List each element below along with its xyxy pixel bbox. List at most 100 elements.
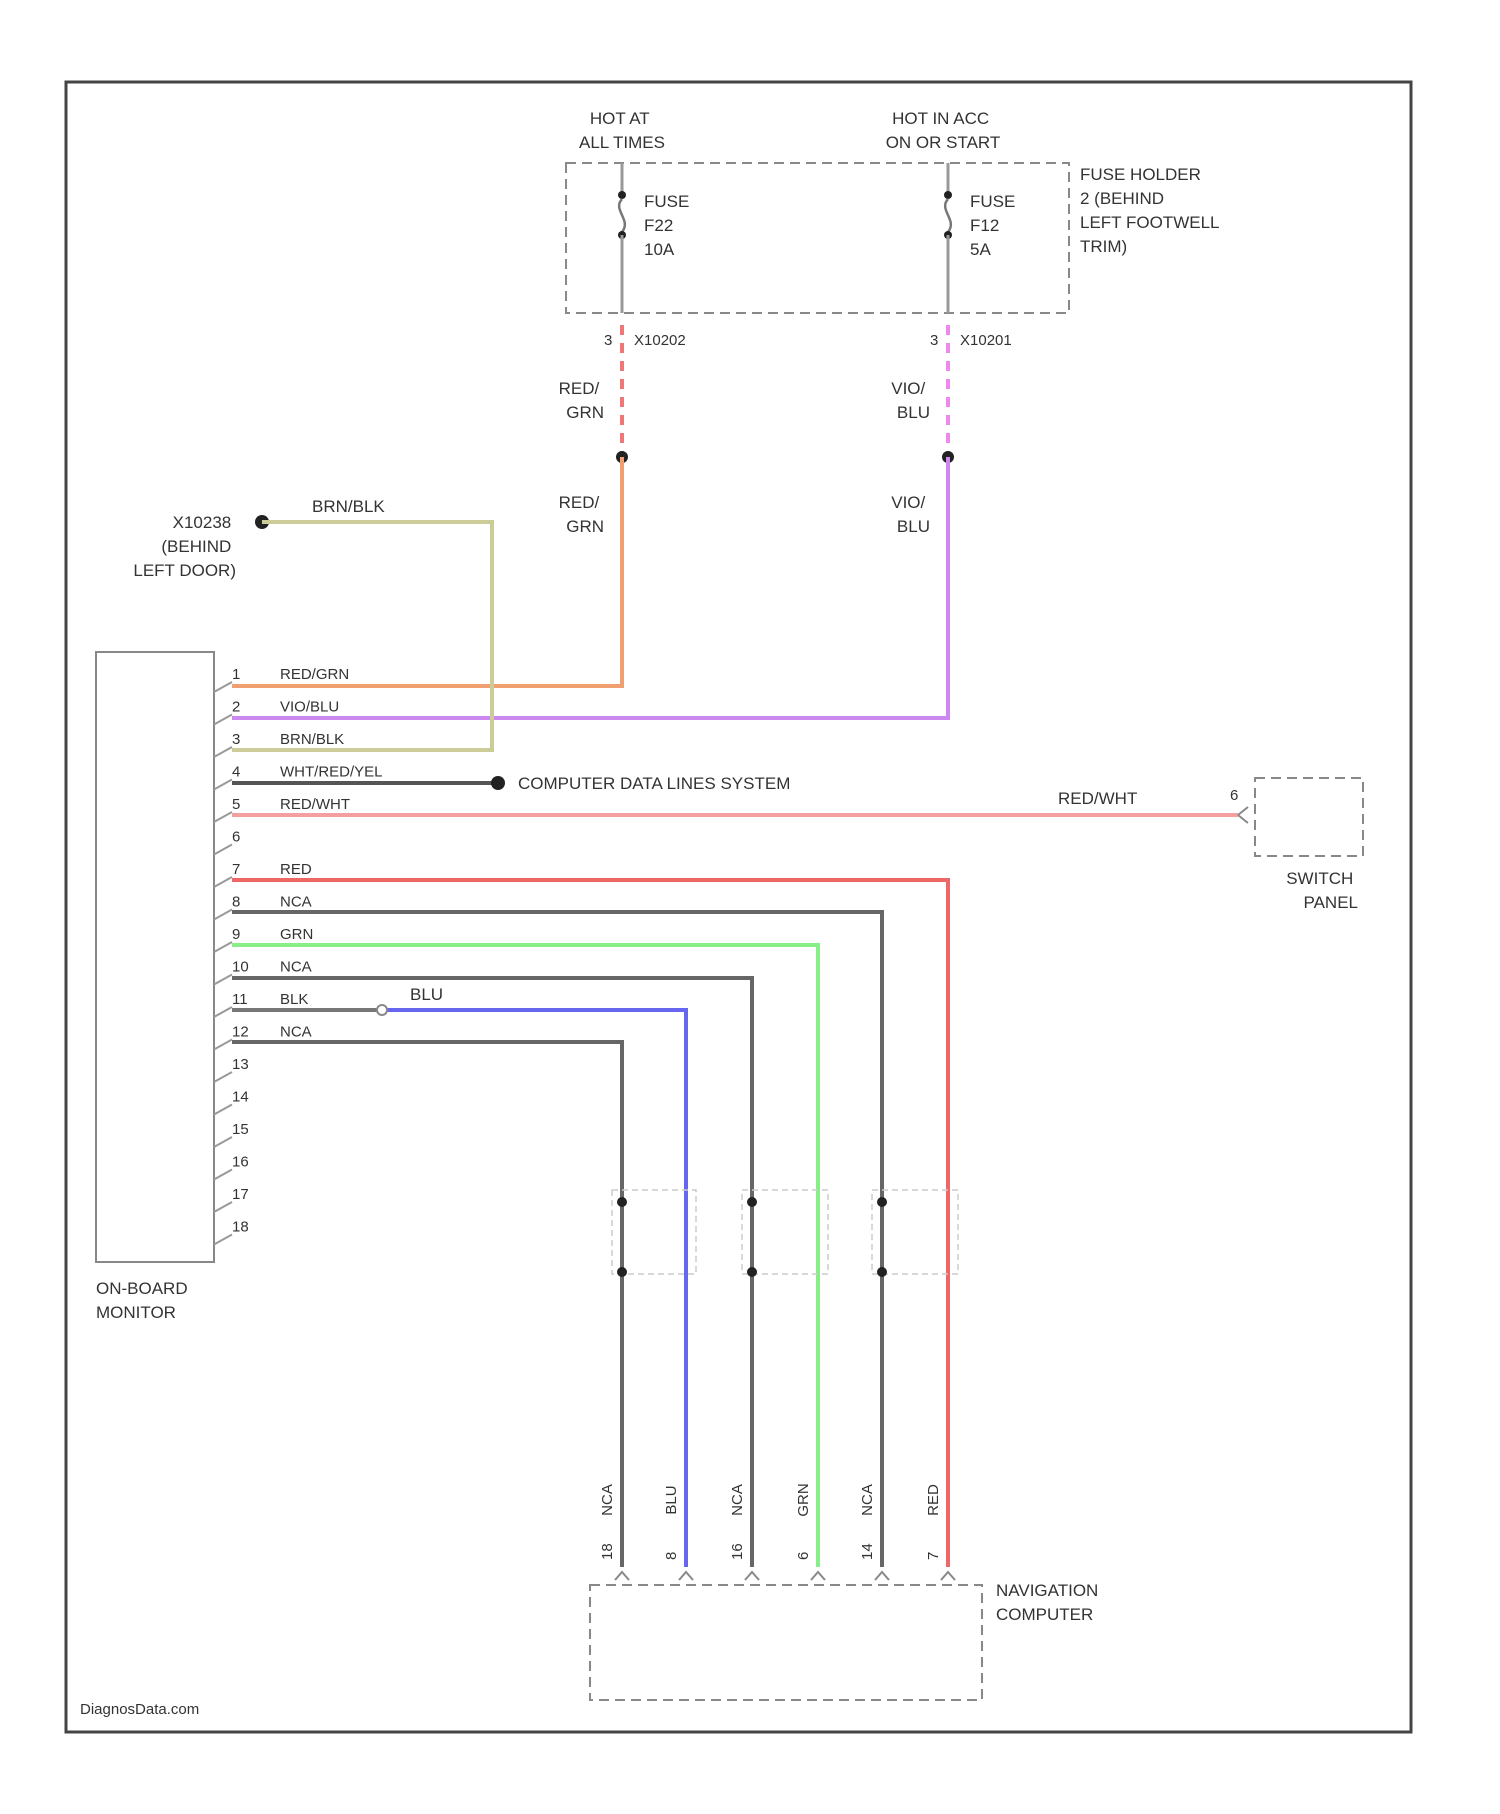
monitor-pin-5-wire-label: RED/WHT xyxy=(280,796,350,813)
monitor-pin-6-number: 6 xyxy=(232,829,240,846)
monitor-pin-8-tick xyxy=(214,910,232,920)
monitor-pin-18-number: 18 xyxy=(232,1219,249,1236)
navigation-computer-label: NAVIGATION COMPUTER xyxy=(996,1581,1103,1624)
monitor-pin-7-tick xyxy=(214,877,232,887)
nav-wire-2-pin: 16 xyxy=(729,1543,746,1560)
watermark: DiagnosData.com xyxy=(80,1701,199,1718)
wire-label-blu-shield: BLU xyxy=(410,985,443,1004)
connector-x10201-pin: 3 xyxy=(930,332,938,349)
monitor-pin-7-number: 7 xyxy=(232,861,240,878)
wire-runs xyxy=(232,457,1238,1567)
monitor-pin-2-tick xyxy=(214,715,232,725)
monitor-pin-9-wire-label: GRN xyxy=(280,926,313,943)
monitor-pin-10-wire-label: NCA xyxy=(280,959,312,976)
monitor-pin-11-wire-label: BLK xyxy=(280,991,308,1008)
nav-wire-0-pin: 18 xyxy=(599,1543,616,1560)
monitor-pin-18-tick xyxy=(214,1235,232,1245)
wire-pin11-blu xyxy=(382,1010,686,1567)
monitor-pin-14-tick xyxy=(214,1105,232,1115)
monitor-pin-14-number: 14 xyxy=(232,1089,249,1106)
hot-at-all-times-label: HOT AT ALL TIMES xyxy=(579,109,665,152)
nav-wire-0-label: NCA xyxy=(599,1484,616,1516)
nav-wire-1-pin: 8 xyxy=(663,1552,680,1560)
twist-dot-3b xyxy=(877,1267,887,1277)
monitor-pin-7-wire-label: RED xyxy=(280,861,312,878)
monitor-pin-5-number: 5 xyxy=(232,796,240,813)
nav-wire-1-connector xyxy=(679,1572,693,1580)
wire-pin12-nca xyxy=(232,1042,622,1567)
fuse-f12-top-dot xyxy=(944,191,952,199)
nav-wire-2-label: NCA xyxy=(729,1484,746,1516)
twisted-pair-markers xyxy=(612,1190,958,1277)
monitor-pin-11-number: 11 xyxy=(232,991,248,1008)
fuse-f22-label: FUSE F22 10A xyxy=(644,192,694,259)
fuse-holder: HOT AT ALL TIMES HOT IN ACC ON OR START … xyxy=(566,109,1224,349)
nav-wire-5-pin: 7 xyxy=(925,1552,942,1560)
wire-label-vio-blu-lower: VIO/ BLU xyxy=(891,493,930,536)
monitor-pin-10-tick xyxy=(214,975,232,985)
fuse-f12-label: FUSE F12 5A xyxy=(970,192,1020,259)
twist-dot-3a xyxy=(877,1197,887,1207)
nav-wire-4-connector xyxy=(875,1572,889,1580)
connector-x10202-label: X10202 xyxy=(634,332,686,349)
switch-panel-connector xyxy=(1238,807,1248,823)
monitor-pin-9-number: 9 xyxy=(232,926,240,943)
monitor-pin-16-number: 16 xyxy=(232,1154,249,1171)
wire-label-vio-blu-upper: VIO/ BLU xyxy=(891,379,930,422)
switch-panel-box xyxy=(1255,778,1363,856)
wire-label-red-grn-upper: RED/ GRN xyxy=(559,379,604,422)
wire-pin7-red xyxy=(232,880,948,1567)
monitor-pin-6-tick xyxy=(214,845,232,855)
monitor-pin-3-wire-label: BRN/BLK xyxy=(280,731,344,748)
monitor-pin-3-tick xyxy=(214,747,232,757)
monitor-pin-5-tick xyxy=(214,812,232,822)
fuse-f12-symbol xyxy=(945,199,951,232)
nav-wire-3-pin: 6 xyxy=(795,1552,812,1560)
nav-wire-1-label: BLU xyxy=(663,1485,680,1514)
data-lines-dot xyxy=(491,776,505,790)
monitor-pin-15-tick xyxy=(214,1137,232,1147)
twist-dot-1b xyxy=(617,1267,627,1277)
monitor-pin-17-number: 17 xyxy=(232,1186,249,1203)
monitor-pin-12-number: 12 xyxy=(232,1024,249,1041)
nav-wire-3-connector xyxy=(811,1572,825,1580)
hot-in-acc-label: HOT IN ACC ON OR START xyxy=(886,109,1001,152)
monitor-pin-1-tick xyxy=(214,682,232,692)
fuse-f22-top-dot xyxy=(618,191,626,199)
ground-x10238-label: X10238 (BEHIND LEFT DOOR) xyxy=(133,513,236,580)
monitor-pin-8-number: 8 xyxy=(232,894,240,911)
switch-panel-label: SWITCH PANEL xyxy=(1286,869,1358,912)
monitor-pin-16-tick xyxy=(214,1170,232,1180)
wire-label-red-grn-lower: RED/ GRN xyxy=(559,493,604,536)
switch-panel-pin: 6 xyxy=(1230,787,1238,804)
wire-pin10-nca xyxy=(232,978,752,1567)
monitor-pin-3-number: 3 xyxy=(232,731,240,748)
wire-pin3-brn-blk xyxy=(232,522,492,750)
wire-pin1-red-grn xyxy=(232,457,622,686)
monitor-pin-4-tick xyxy=(214,780,232,790)
monitor-pin-1-number: 1 xyxy=(232,666,240,683)
monitor-pin-2-number: 2 xyxy=(232,699,240,716)
nav-wire-3-label: GRN xyxy=(795,1483,812,1516)
monitor-pin-2-wire-label: VIO/BLU xyxy=(280,699,339,716)
monitor-pin-13-tick xyxy=(214,1072,232,1082)
fuse-holder-label: FUSE HOLDER 2 (BEHIND LEFT FOOTWELL TRIM… xyxy=(1080,165,1224,256)
monitor-pin-10-number: 10 xyxy=(232,959,249,976)
nav-wire-2-connector xyxy=(745,1572,759,1580)
monitor-pin-13-number: 13 xyxy=(232,1056,249,1073)
twist-dot-2a xyxy=(747,1197,757,1207)
wire-label-brn-blk: BRN/BLK xyxy=(312,497,385,516)
nav-wire-5-connector xyxy=(941,1572,955,1580)
wire-label-red-wht-switch: RED/WHT xyxy=(1058,789,1137,808)
connector-x10202-pin: 3 xyxy=(604,332,612,349)
monitor-pin-12-tick xyxy=(214,1040,232,1050)
computer-data-lines-label: COMPUTER DATA LINES SYSTEM xyxy=(518,774,790,793)
monitor-pin-17-tick xyxy=(214,1202,232,1212)
nav-wire-4-label: NCA xyxy=(859,1484,876,1516)
fuse-holder-box xyxy=(566,163,1069,313)
nav-wire-5-label: RED xyxy=(925,1484,942,1516)
twist-dot-1a xyxy=(617,1197,627,1207)
